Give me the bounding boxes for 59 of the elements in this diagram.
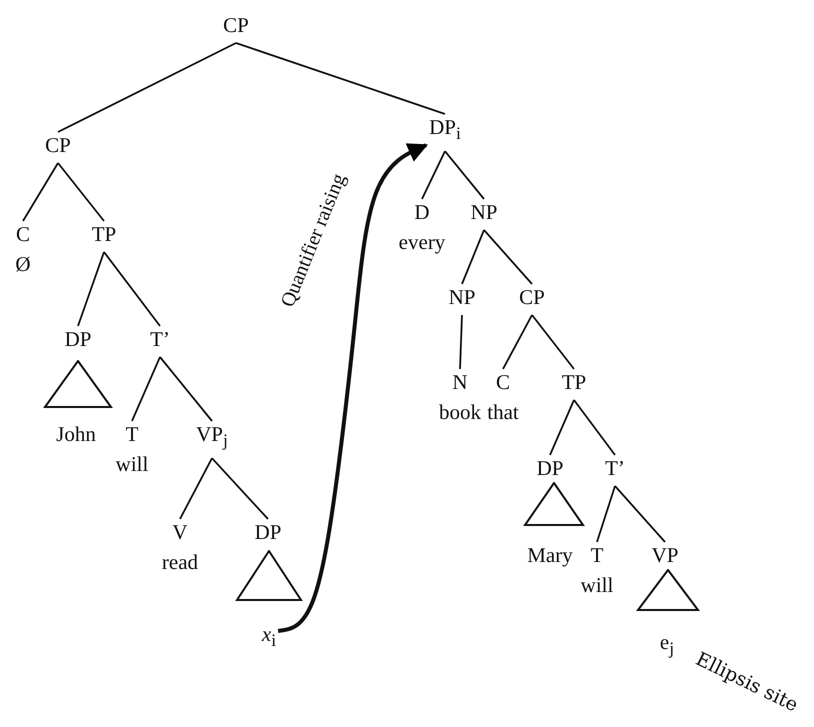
category-label: TP xyxy=(562,369,586,396)
tree-branch xyxy=(502,314,533,370)
tree-branch xyxy=(444,150,485,200)
category-label: N xyxy=(451,369,469,396)
category-label: C xyxy=(15,221,31,248)
category-label: e$_{j}$ xyxy=(660,629,674,660)
tree-branch xyxy=(58,42,236,133)
category-label: V xyxy=(171,519,189,546)
tree-branch xyxy=(596,486,616,542)
tree-branch xyxy=(459,314,463,370)
word-label: will xyxy=(580,572,614,599)
word-label: book xyxy=(439,399,481,426)
category-label: T xyxy=(124,421,140,448)
tree-branch xyxy=(614,485,666,543)
tree-branch xyxy=(573,399,616,456)
category-label: CP xyxy=(45,132,71,159)
triangle-symbol xyxy=(523,482,585,527)
category-label: DP xyxy=(254,519,282,546)
tree-branch xyxy=(57,162,105,222)
tree-branch xyxy=(421,150,446,200)
category-label: T’ xyxy=(605,455,625,482)
category-label: DP xyxy=(536,455,564,482)
category-label: VP$_{j}$ xyxy=(196,421,228,452)
category-label: VP xyxy=(652,542,678,569)
word-label: every xyxy=(398,229,446,256)
tree-branch xyxy=(236,42,446,115)
word-label: will xyxy=(116,451,148,478)
category-label: DP xyxy=(64,326,92,353)
triangle-symbol xyxy=(43,360,113,409)
category-label: x$_{i}$ xyxy=(262,621,276,652)
tree-branch xyxy=(531,314,575,370)
tree-branch xyxy=(103,251,161,327)
category-label: C xyxy=(494,369,511,396)
tree-branch xyxy=(77,252,105,326)
category-label: John xyxy=(56,421,96,448)
category-label: D xyxy=(413,199,431,226)
category-label: DP$_{i}$ xyxy=(429,114,461,146)
category-label: NP xyxy=(470,199,498,226)
movement-arrow xyxy=(278,143,428,633)
tree-branch xyxy=(159,356,213,422)
tree-branch xyxy=(211,458,269,520)
word-label: that xyxy=(487,399,519,426)
category-label: Mary xyxy=(527,542,573,569)
tree-branch xyxy=(131,356,161,422)
category-label: NP xyxy=(448,284,476,311)
category-label: CP xyxy=(223,12,249,39)
tree-branch xyxy=(483,229,533,285)
category-label: TP xyxy=(92,221,116,248)
triangle-symbol xyxy=(636,569,700,612)
tree-branch xyxy=(179,458,213,520)
triangle-symbol xyxy=(235,550,303,602)
tree-branch xyxy=(461,230,485,284)
category-label: T xyxy=(590,542,604,569)
word-label: read xyxy=(162,549,198,576)
category-label: CP xyxy=(519,284,545,311)
category-label: T’ xyxy=(150,326,170,353)
tree-branch xyxy=(22,162,59,222)
word-label: Ø xyxy=(15,251,31,278)
tree-branch xyxy=(549,400,575,456)
